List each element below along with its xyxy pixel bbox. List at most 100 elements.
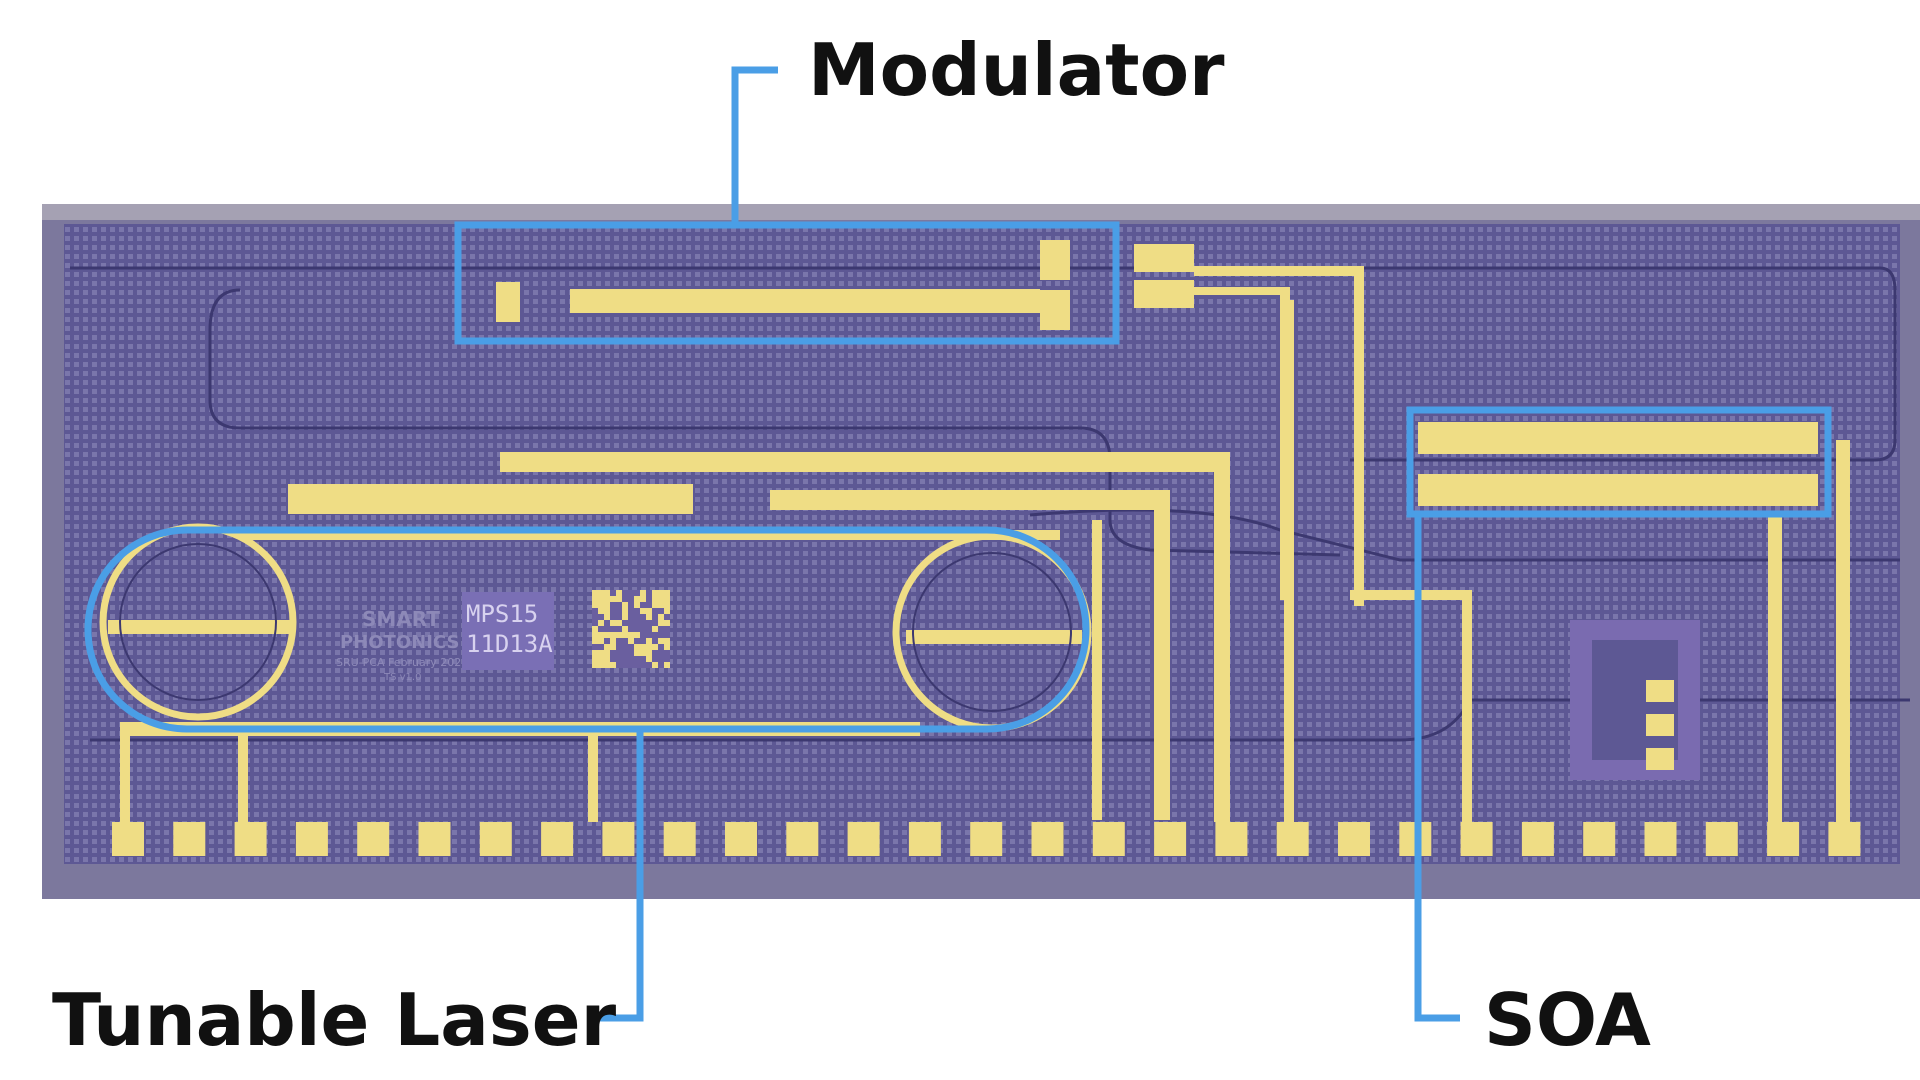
- qr-module: [604, 650, 610, 656]
- qr-module: [640, 650, 646, 656]
- trace-lower-vertical: [1154, 490, 1170, 820]
- qr-module: [664, 590, 670, 596]
- qr-module: [640, 644, 646, 650]
- qr-module: [604, 602, 610, 608]
- bond-pad: [357, 822, 390, 856]
- soa-feed-left: [1768, 516, 1782, 826]
- qr-module: [604, 590, 610, 596]
- qr-module: [598, 590, 604, 596]
- bond-pad: [173, 822, 206, 856]
- qr-module: [628, 638, 634, 644]
- qr-module: [610, 662, 616, 668]
- logo-line-2: PHOTONICS: [340, 632, 459, 653]
- qr-module: [658, 614, 664, 620]
- qr-module: [628, 632, 634, 638]
- qr-module: [646, 650, 652, 656]
- qr-module: [604, 632, 610, 638]
- bond-pad: [418, 822, 451, 856]
- qr-module: [658, 602, 664, 608]
- qr-module: [622, 602, 628, 608]
- soa-label: SOA: [1484, 978, 1651, 1062]
- qr-module: [652, 644, 658, 650]
- bond-pads: [112, 822, 1861, 856]
- qr-module: [610, 620, 616, 626]
- bond-pad: [1767, 822, 1800, 856]
- qr-module: [634, 602, 640, 608]
- trace-lower-horizontal: [770, 490, 1160, 510]
- bond-pad: [1460, 822, 1493, 856]
- laser-feed-3: [588, 736, 598, 822]
- bond-pad: [908, 822, 941, 856]
- metal-traces: [108, 240, 1850, 826]
- bond-pad: [602, 822, 635, 856]
- qr-module: [592, 626, 598, 632]
- qr-module: [652, 662, 658, 668]
- qr-module: [646, 608, 652, 614]
- die-id-box: [462, 592, 554, 670]
- qr-module: [640, 590, 646, 596]
- trace-second-horizontal: [1194, 287, 1290, 295]
- bond-pad: [847, 822, 880, 856]
- bond-pad: [1215, 822, 1248, 856]
- qr-module: [604, 662, 610, 668]
- qr-module: [634, 650, 640, 656]
- qr-module: [598, 638, 604, 644]
- qr-module: [598, 650, 604, 656]
- tunable-laser-label: Tunable Laser: [52, 978, 617, 1062]
- trace-mid-vertical: [1214, 452, 1230, 822]
- waveguide-left-loop: [208, 288, 1341, 557]
- qr-module: [634, 644, 640, 650]
- qr-module: [622, 614, 628, 620]
- tunable-laser-leader-line: [598, 729, 644, 1022]
- logo-line-1: SMART: [362, 607, 440, 631]
- bond-pad: [1583, 822, 1616, 856]
- top-right-pad-b: [1134, 280, 1194, 308]
- qr-module: [598, 620, 604, 626]
- callouts: [84, 66, 1832, 1022]
- qr-module: [658, 590, 664, 596]
- soa-leader-line: [1414, 514, 1460, 1022]
- qr-module: [604, 596, 610, 602]
- soa-electrode-top: [1418, 422, 1818, 454]
- qr-module: [616, 632, 622, 638]
- modulator-feed-right: [1040, 240, 1070, 280]
- bond-pad: [1521, 822, 1554, 856]
- qr-module: [610, 638, 616, 644]
- bond-pad: [1828, 822, 1861, 856]
- qr-module: [616, 590, 622, 596]
- qr-module: [592, 590, 598, 596]
- qr-module: [658, 620, 664, 626]
- trace-top-vertical: [1354, 266, 1364, 606]
- qr-module: [610, 596, 616, 602]
- bond-pad: [1092, 822, 1125, 856]
- photodiode-pad-3: [1646, 748, 1674, 770]
- qr-module: [598, 596, 604, 602]
- qr-module: [664, 638, 670, 644]
- logo-line-3: SRU-PCA February 2022: [336, 656, 468, 669]
- qr-module: [664, 644, 670, 650]
- modulator-callout-box: [454, 221, 1120, 345]
- trace-mid-horizontal: [500, 452, 1230, 472]
- modulator-feed-left: [496, 282, 520, 322]
- qr-module: [664, 620, 670, 626]
- qr-module: [658, 638, 664, 644]
- qr-module: [592, 650, 598, 656]
- top-right-pad-a: [1134, 244, 1194, 272]
- die-id-line-1: MPS15: [466, 600, 538, 628]
- logo-line-4: TS v1.0: [383, 672, 421, 683]
- qr-module: [640, 596, 646, 602]
- qr-module: [592, 596, 598, 602]
- qr-module: [598, 632, 604, 638]
- qr-module: [622, 626, 628, 632]
- tunable-laser-callout-box: [84, 526, 1090, 733]
- waveguide-top-loop: [70, 266, 1897, 462]
- bond-pad: [1031, 822, 1064, 856]
- qr-module: [646, 644, 652, 650]
- qr-module: [616, 620, 622, 626]
- qr-module: [592, 662, 598, 668]
- trace-soa-link-v: [1462, 590, 1472, 825]
- bond-pad: [541, 822, 574, 856]
- bond-pad: [725, 822, 757, 856]
- qr-module: [658, 596, 664, 602]
